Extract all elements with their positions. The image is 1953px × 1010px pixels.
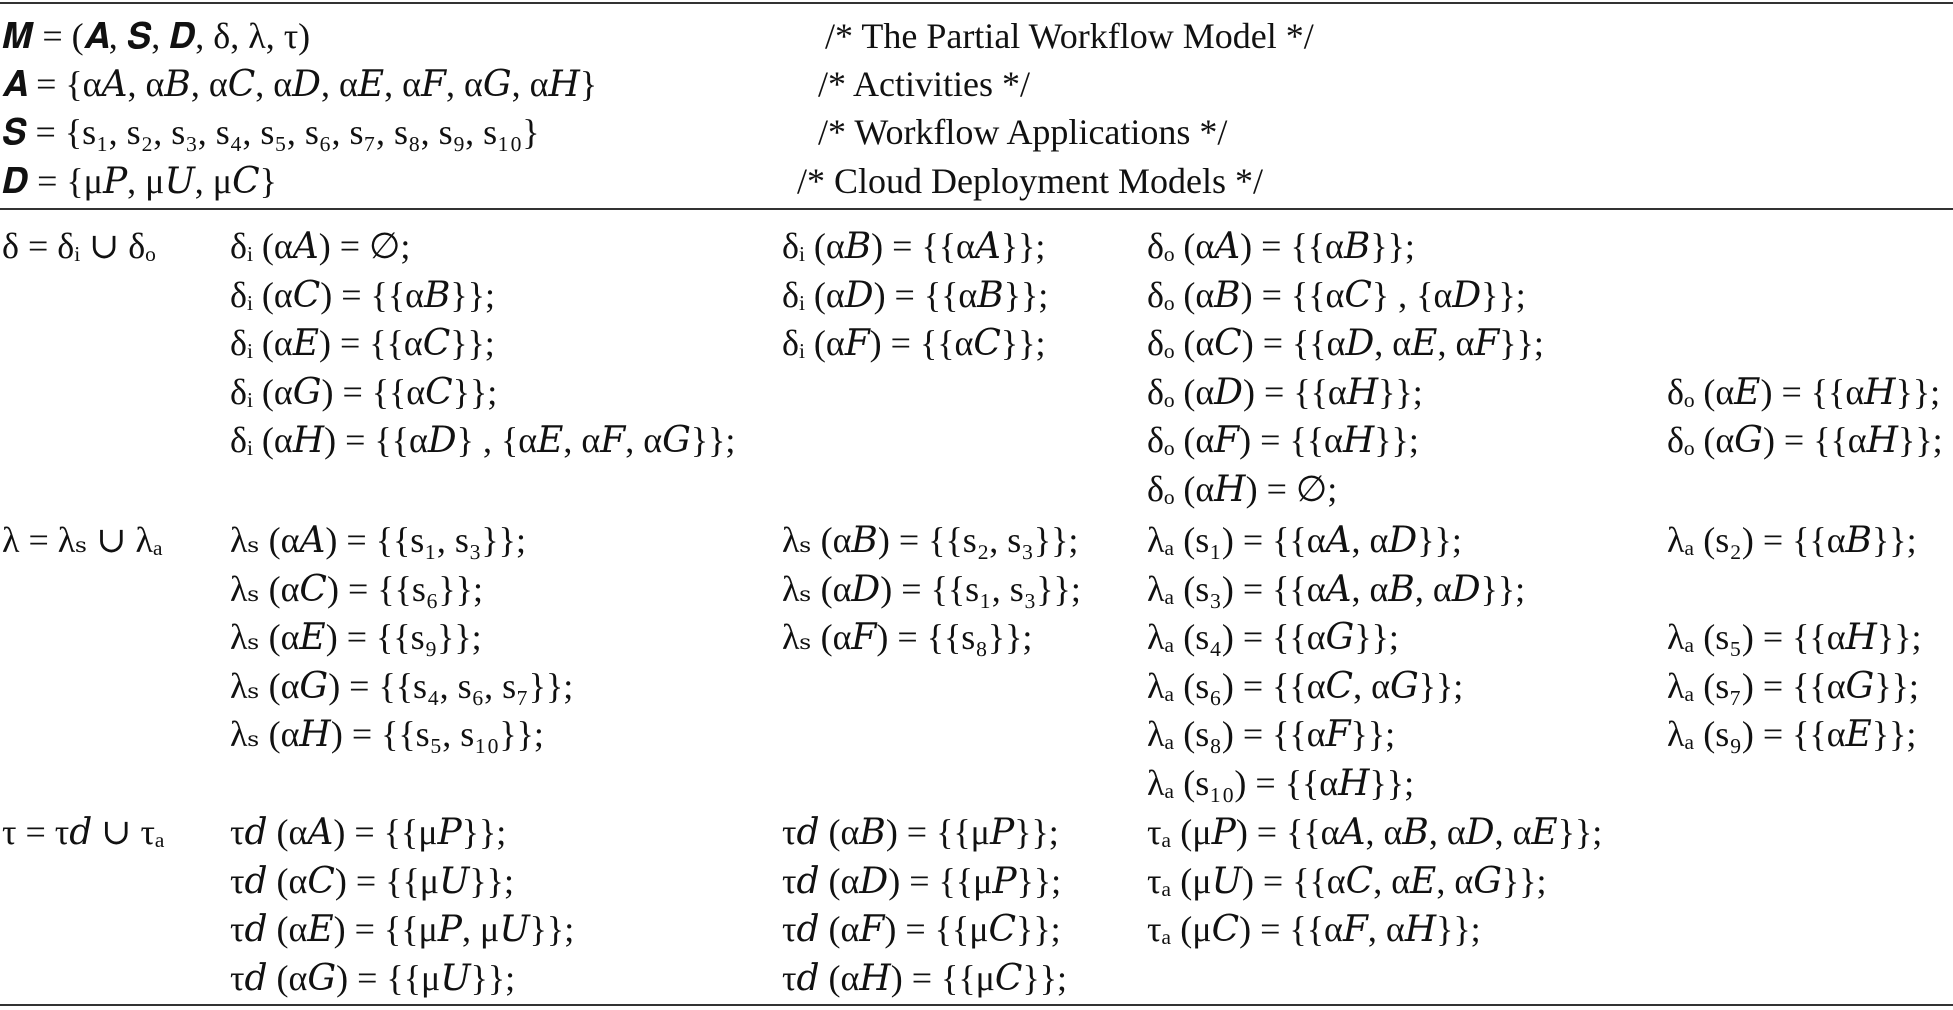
equation: λₛ (α𝐸) = {{s₉}};: [230, 617, 482, 657]
equation: δₒ (α𝐵) = {{α𝐶} , {α𝐷}};: [1147, 274, 1526, 315]
equation: λₐ (s₁) = {{α𝐴, α𝐷}};: [1147, 520, 1462, 560]
equation: λₛ (α𝐵) = {{s₂, s₃}};: [782, 520, 1079, 560]
equation: δᵢ (α𝐶) = {{α𝐵}};: [230, 274, 495, 315]
equation: δᵢ (α𝐵) = {{α𝐴}};: [782, 226, 1046, 266]
equation: λₐ (s₃) = {{α𝐴, α𝐵, α𝐷}};: [1147, 568, 1526, 609]
equation: λₐ (s₅) = {{α𝐻}};: [1667, 617, 1922, 657]
top-rule: [0, 2, 1953, 4]
equation: τ𝑑 (α𝐵) = {{μ𝑃}};: [782, 812, 1059, 852]
equation: δₒ (α𝐴) = {{α𝐵}};: [1147, 226, 1415, 266]
comment-0: /* The Partial Workflow Model */: [825, 16, 1314, 56]
equation: τ𝑑 (α𝐷) = {{μ𝑃}};: [782, 860, 1062, 901]
equation: λₛ (α𝐹) = {{s₈}};: [782, 617, 1033, 657]
equation: δₒ (α𝐹) = {{α𝐻}};: [1147, 420, 1419, 460]
equation: τₐ (μ𝐶) = {{α𝐹, α𝐻}};: [1147, 909, 1481, 949]
equation: λₐ (s₄) = {{α𝐺}};: [1147, 617, 1399, 657]
comment-3: /* Cloud Deployment Models */: [797, 161, 1263, 201]
equation: τₐ (μ𝑈) = {{α𝐶, α𝐸, α𝐺}};: [1147, 860, 1547, 901]
equation: τ𝑑 (α𝐸) = {{μ𝑃, μ𝑈}};: [230, 909, 575, 949]
bottom-rule: [0, 1004, 1953, 1006]
equation: λₐ (s₆) = {{α𝐶, α𝐺}};: [1147, 665, 1464, 706]
equation: λₐ (s₁₀) = {{α𝐻}};: [1147, 762, 1415, 803]
definition-0: 𝑴 = (𝑨, 𝑺, 𝑫, δ, λ, τ): [2, 16, 311, 56]
equation: λₐ (s₉) = {{α𝐸}};: [1667, 714, 1917, 754]
definition-2: 𝑺 = {s₁, s₂, s₃, s₄, s₅, s₆, s₇, s₈, s₉,…: [2, 112, 540, 152]
equation: δₒ (α𝐶) = {{α𝐷, α𝐸, α𝐹}};: [1147, 323, 1544, 363]
equation: τ𝑑 (α𝐹) = {{μ𝐶}};: [782, 909, 1061, 949]
equation: λₐ (s₈) = {{α𝐹}};: [1147, 714, 1396, 754]
header-rule: [0, 208, 1953, 210]
equation: δᵢ (α𝐴) = ∅;: [230, 226, 411, 266]
equation: δₒ (α𝐸) = {{α𝐻}};: [1667, 371, 1941, 412]
equation: τ𝑑 (α𝐻) = {{μ𝐶}};: [782, 957, 1068, 998]
equation: τ𝑑 (α𝐶) = {{μ𝑈}};: [230, 860, 514, 901]
equation: δₒ (α𝐺) = {{α𝐻}};: [1667, 420, 1943, 460]
equation: λₐ (s₂) = {{α𝐵}};: [1667, 520, 1917, 560]
comment-1: /* Activities */: [818, 64, 1030, 104]
equation: λₐ (s₇) = {{α𝐺}};: [1667, 665, 1919, 706]
comment-2: /* Workflow Applications */: [818, 112, 1228, 152]
definition-3: 𝑫 = {μ𝑃, μ𝑈, μ𝐶}: [2, 161, 277, 201]
equation: δᵢ (α𝐹) = {{α𝐶}};: [782, 323, 1046, 363]
equation: λₛ (α𝐷) = {{s₁, s₃}};: [782, 568, 1081, 609]
equation: λₛ (α𝐻) = {{s₅, s₁₀}};: [230, 714, 544, 754]
equation: τₐ (μ𝑃) = {{α𝐴, α𝐵, α𝐷, α𝐸}};: [1147, 812, 1603, 852]
equation: λₛ (α𝐴) = {{s₁, s₃}};: [230, 520, 526, 560]
group-label: δ = δᵢ ∪ δₒ: [2, 226, 156, 266]
equation: λₛ (α𝐶) = {{s₆}};: [230, 568, 483, 609]
equation: δᵢ (α𝐺) = {{α𝐶}};: [230, 371, 498, 412]
group-label: τ = τ𝑑 ∪ τₐ: [2, 812, 165, 852]
definition-1: 𝑨 = {α𝐴, α𝐵, α𝐶, α𝐷, α𝐸, α𝐹, α𝐺, α𝐻}: [2, 64, 598, 104]
equation: δₒ (α𝐷) = {{α𝐻}};: [1147, 371, 1423, 412]
equation: λₛ (α𝐺) = {{s₄, s₆, s₇}};: [230, 665, 574, 706]
equation: δᵢ (α𝐸) = {{α𝐶}};: [230, 323, 495, 363]
equation: τ𝑑 (α𝐴) = {{μ𝑃}};: [230, 812, 507, 852]
equation: τ𝑑 (α𝐺) = {{μ𝑈}};: [230, 957, 516, 998]
group-label: λ = λₛ ∪ λₐ: [2, 520, 163, 560]
equation: δₒ (α𝐻) = ∅;: [1147, 468, 1338, 509]
equation: δᵢ (α𝐻) = {{α𝐷} , {α𝐸, α𝐹, α𝐺}};: [230, 420, 736, 460]
equation: δᵢ (α𝐷) = {{α𝐵}};: [782, 274, 1049, 315]
